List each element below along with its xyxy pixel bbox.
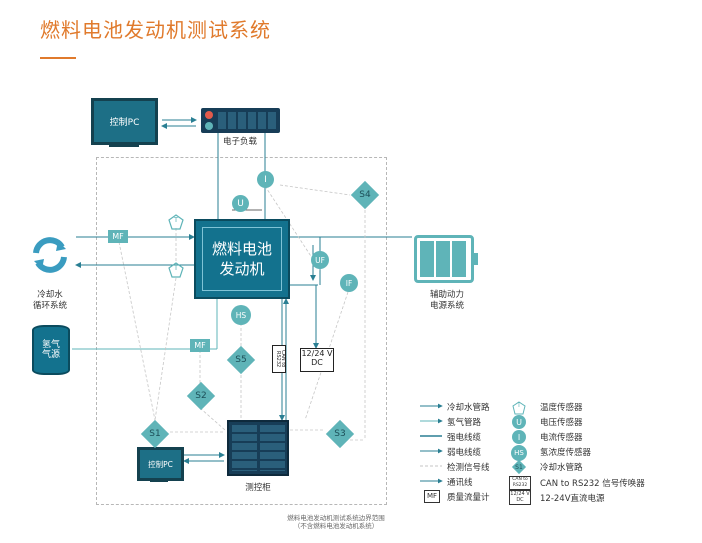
hydrogen-concentration-sensor: HS	[231, 305, 251, 325]
temperature-sensor-mid: T	[168, 262, 184, 278]
control-pc-top-stand	[109, 143, 139, 147]
temperature-sensor-top: T	[168, 214, 184, 230]
legend-can-icon: CAN to RS232	[509, 476, 531, 490]
mass-flow-meter-mid: MF	[190, 339, 210, 352]
s2-sensor: S2	[186, 381, 216, 411]
legend-comm-label: 通讯线	[447, 478, 473, 488]
control-pc-bottom-stand	[150, 479, 168, 482]
legend-hs-icon: HS	[511, 445, 527, 461]
fuel-cell-engine: 燃料电池 发动机	[194, 219, 290, 299]
fuel-cell-engine-label: 燃料电池 发动机	[202, 227, 282, 291]
if-sensor: IF	[340, 274, 358, 292]
battery-cell-2	[436, 241, 450, 277]
temperature-sensor-mid-label: T	[173, 264, 179, 272]
control-cabinet-label: 测控柜	[245, 483, 271, 493]
s1-sensor-label: S1	[149, 429, 161, 439]
s1-sensor: S1	[140, 419, 170, 449]
battery-terminal	[474, 253, 478, 265]
electronic-load	[201, 108, 280, 133]
uf-sensor: UF	[311, 251, 329, 269]
legend-strong-label: 强电线缆	[447, 433, 482, 443]
dc-supply: 12/24 V DC	[300, 348, 334, 372]
legend-s1-symbol: S1	[515, 463, 523, 471]
aux-power-label: 辅助动力 电源系统	[429, 290, 465, 311]
legend-hs-label: 氢浓度传感器	[540, 448, 592, 458]
legend-current-icon: I	[512, 430, 526, 444]
temperature-sensor-top-label: T	[173, 216, 179, 224]
cooling-cycle-icon	[30, 235, 70, 275]
legend-s1-label: 冷却水管路	[540, 463, 583, 473]
hydrogen-tank	[32, 325, 70, 375]
control-cabinet	[227, 420, 289, 476]
cabinet-panel-left	[232, 425, 257, 471]
s5-sensor-label: S5	[235, 355, 247, 365]
s2-sensor-label: S2	[195, 391, 207, 401]
legend-mf-symbol: MF	[424, 490, 440, 503]
s4-sensor: S4	[350, 180, 380, 210]
s4-sensor-label: S4	[359, 190, 371, 200]
legend-dc-icon: 12/24 V DC	[509, 490, 531, 505]
can-converter: CAN to RS232	[272, 345, 286, 373]
page-title: 燃料电池发动机测试系统	[40, 18, 271, 42]
hydrogen-tank-label: 氢气 气源	[41, 340, 61, 360]
legend-temperature-icon: T	[512, 400, 526, 415]
legend-temperature-label: 温度传感器	[540, 403, 583, 413]
legend-signal-label: 检测信号线	[447, 463, 490, 473]
current-sensor: I	[257, 171, 274, 188]
aux-power-battery	[414, 235, 474, 283]
cooling-system-label: 冷却水 循环系统	[32, 290, 68, 311]
load-indicator-red	[205, 111, 213, 119]
cabinet-panel-right	[260, 425, 285, 471]
s5-sensor: S5	[226, 345, 256, 375]
legend-s1-icon: S1	[511, 459, 527, 475]
legend-mf-label: 质量流量计	[447, 493, 490, 503]
mass-flow-meter-top: MF	[108, 230, 128, 243]
legend-hydrogen-label: 氢气管路	[447, 418, 482, 428]
voltage-sensor: U	[232, 195, 249, 212]
boundary-note: 燃料电池发动机测试系统边界范围 （不含燃料电池发动机系统）	[287, 514, 385, 530]
battery-cell-1	[420, 241, 434, 277]
legend-weak-label: 弱电线缆	[447, 448, 482, 458]
test-system-boundary	[96, 157, 387, 505]
legend-can-label: CAN to RS232 信号传唤器	[540, 479, 645, 489]
load-indicator-teal	[205, 122, 213, 130]
s3-sensor: S3	[325, 419, 355, 449]
electronic-load-label: 电子负载	[222, 137, 258, 147]
legend-cooling-label: 冷却水管路	[447, 403, 490, 413]
battery-cell-3	[452, 241, 466, 277]
title-underline	[40, 57, 76, 59]
legend-current-label: 电流传感器	[540, 433, 583, 443]
legend-temperature-symbol: T	[517, 402, 521, 409]
legend-voltage-label: 电压传感器	[540, 418, 583, 428]
load-panel	[218, 112, 276, 129]
s3-sensor-label: S3	[334, 429, 346, 439]
legend-dc-label: 12-24V直流电源	[540, 494, 605, 504]
legend-voltage-icon: U	[512, 415, 526, 429]
